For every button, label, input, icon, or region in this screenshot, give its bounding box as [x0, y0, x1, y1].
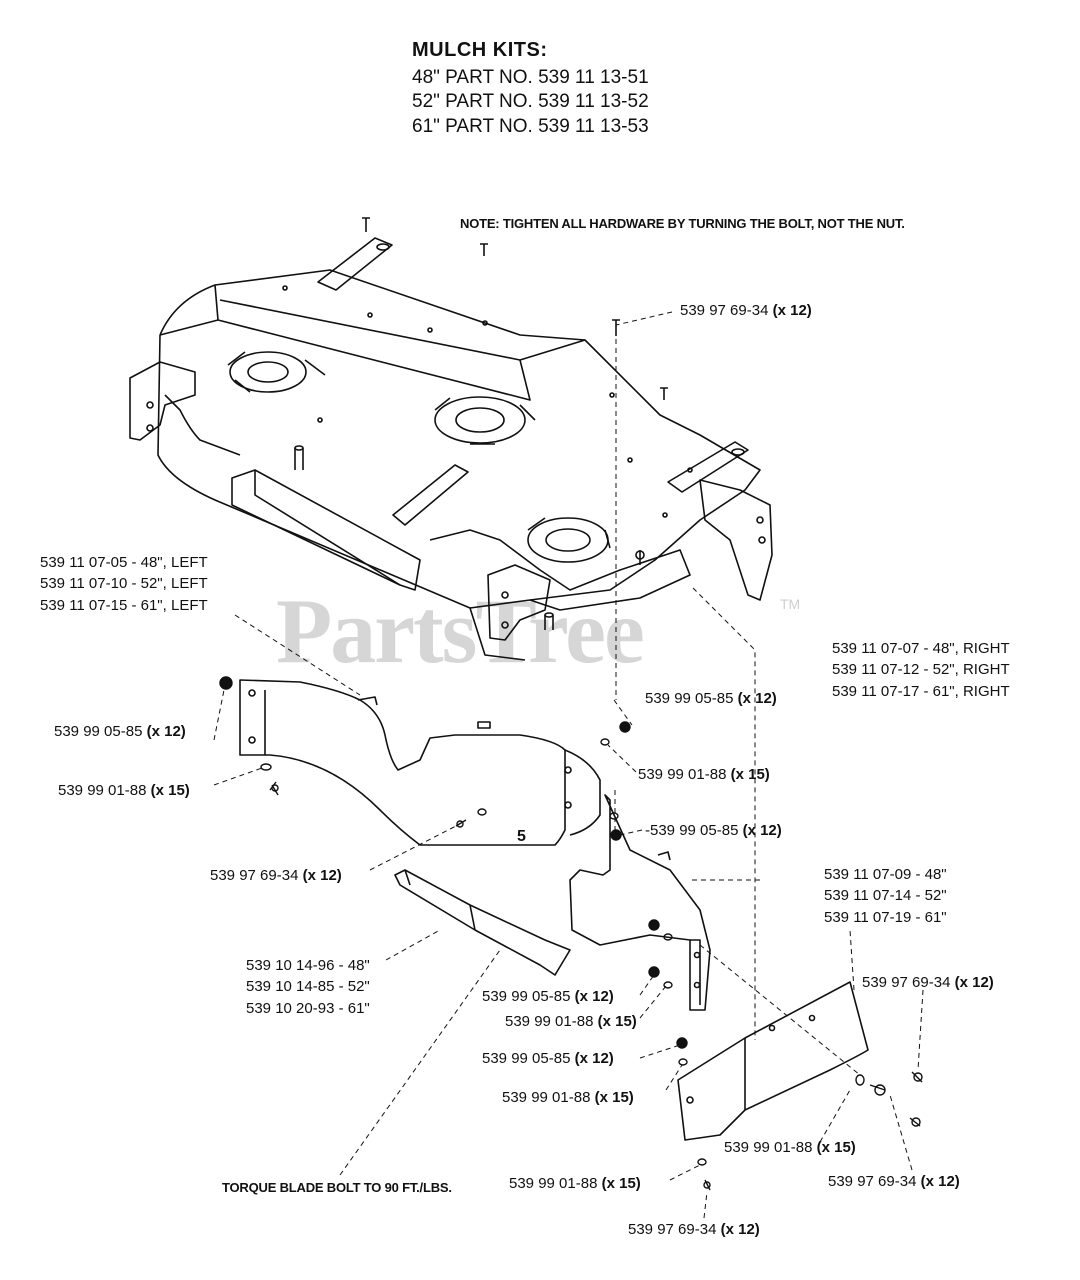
label-bolt-right: 539 97 69-34 (x 12)	[862, 974, 994, 992]
label-front-baffle-48: 539 11 07-09 - 48"	[824, 866, 947, 883]
label-right-baffle-61: 539 11 07-17 - 61", RIGHT	[832, 683, 1010, 700]
label-left-baffle-52: 539 11 07-10 - 52", LEFT	[40, 575, 208, 592]
quantity: (x 15)	[816, 1139, 856, 1156]
part-number: 539 97 69-34	[862, 974, 951, 991]
part-number: 539 97 69-34	[628, 1221, 717, 1238]
mulch-kits-title: MULCH KITS:	[412, 39, 548, 61]
label-washer-lower2: 539 99 01-88 (x 15)	[502, 1089, 634, 1107]
quantity: (x 12)	[772, 302, 812, 319]
label-front-baffle-61: 539 11 07-19 - 61"	[824, 909, 947, 926]
front-baffle	[677, 981, 869, 1141]
label-bolt-br: 539 97 69-34 (x 12)	[828, 1173, 960, 1191]
label-nut-mid2: -539 99 05-85 (x 12)	[645, 822, 782, 840]
left-baffle	[239, 679, 601, 846]
kit-part-52: 52" PART NO. 539 11 13-52	[412, 91, 649, 112]
label-left-baffle-48: 539 11 07-05 - 48", LEFT	[40, 554, 208, 571]
quantity: (x 15)	[150, 782, 190, 799]
part-number: 539 99 01-88	[509, 1175, 598, 1192]
label-nut-lower2: 539 99 05-85 (x 12)	[482, 1050, 614, 1068]
label-blade-48: 539 10 14-96 - 48"	[246, 957, 370, 974]
kit-part-48: 48" PART NO. 539 11 13-51	[412, 67, 649, 88]
quantity: (x 12)	[954, 974, 994, 991]
label-bolt-mid: 539 97 69-34 (x 12)	[210, 867, 342, 885]
quantity: (x 15)	[597, 1013, 637, 1030]
label-blade-52: 539 10 14-85 - 52"	[246, 978, 370, 995]
quantity: (x 12)	[146, 723, 186, 740]
label-right-baffle-48: 539 11 07-07 - 48", RIGHT	[832, 640, 1010, 657]
label-washer-mid: 539 99 01-88 (x 15)	[638, 766, 770, 784]
right-inner-baffle	[569, 794, 711, 1011]
quantity: (x 12)	[720, 1221, 760, 1238]
leader-lines	[213, 311, 924, 1219]
label-washer-lower: 539 99 01-88 (x 15)	[505, 1013, 637, 1031]
callout-number: 5	[517, 828, 526, 845]
mower-deck	[129, 217, 773, 661]
hardware-note: NOTE: TIGHTEN ALL HARDWARE BY TURNING TH…	[460, 216, 905, 231]
label-blade-61: 539 10 20-93 - 61"	[246, 1000, 370, 1017]
label-nut-left: 539 99 05-85 (x 12)	[54, 723, 186, 741]
torque-note: TORQUE BLADE BOLT TO 90 FT./LBS.	[222, 1180, 452, 1195]
part-number: 539 99 01-88	[58, 782, 147, 799]
watermark-tm: TM	[780, 596, 801, 612]
quantity: (x 12)	[920, 1173, 960, 1190]
quantity: (x 12)	[737, 690, 777, 707]
watermark: PartsTree	[276, 580, 645, 682]
quantity: (x 12)	[574, 1050, 614, 1067]
quantity: (x 12)	[574, 988, 614, 1005]
quantity: (x 15)	[601, 1175, 641, 1192]
quantity: (x 12)	[302, 867, 342, 884]
label-washer-br: 539 99 01-88 (x 15)	[724, 1139, 856, 1157]
label-front-baffle-52: 539 11 07-14 - 52"	[824, 887, 947, 904]
part-number: 539 99 01-88	[502, 1089, 591, 1106]
label-bolt-top: 539 97 69-34 (x 12)	[680, 302, 812, 320]
label-nut-lower: 539 99 05-85 (x 12)	[482, 988, 614, 1006]
part-number: 539 99 01-88	[638, 766, 727, 783]
part-number: 539 99 01-88	[505, 1013, 594, 1030]
quantity: (x 12)	[742, 822, 782, 839]
label-left-baffle-61: 539 11 07-15 - 61", LEFT	[40, 597, 208, 614]
part-number: 539 99 05-85	[482, 1050, 571, 1067]
part-number: 539 97 69-34	[210, 867, 299, 884]
label-bolt-bottom: 539 97 69-34 (x 12)	[628, 1221, 760, 1239]
part-number: 539 97 69-34	[828, 1173, 917, 1190]
part-number: 539 99 05-85	[645, 690, 734, 707]
quantity: (x 15)	[594, 1089, 634, 1106]
hardware	[219, 676, 923, 1191]
kit-part-61: 61" PART NO. 539 11 13-53	[412, 116, 649, 137]
part-number: 539 97 69-34	[680, 302, 769, 319]
quantity: (x 15)	[730, 766, 770, 783]
part-number: 539 99 05-85	[54, 723, 143, 740]
part-number: 539 99 01-88	[724, 1139, 813, 1156]
part-number: -539 99 05-85	[645, 822, 739, 839]
label-washer-left: 539 99 01-88 (x 15)	[58, 782, 190, 800]
label-washer-bottom: 539 99 01-88 (x 15)	[509, 1175, 641, 1193]
label-nut-mid: 539 99 05-85 (x 12)	[645, 690, 777, 708]
mulch-blade	[394, 869, 571, 976]
part-number: 539 99 05-85	[482, 988, 571, 1005]
label-right-baffle-52: 539 11 07-12 - 52", RIGHT	[832, 661, 1010, 678]
